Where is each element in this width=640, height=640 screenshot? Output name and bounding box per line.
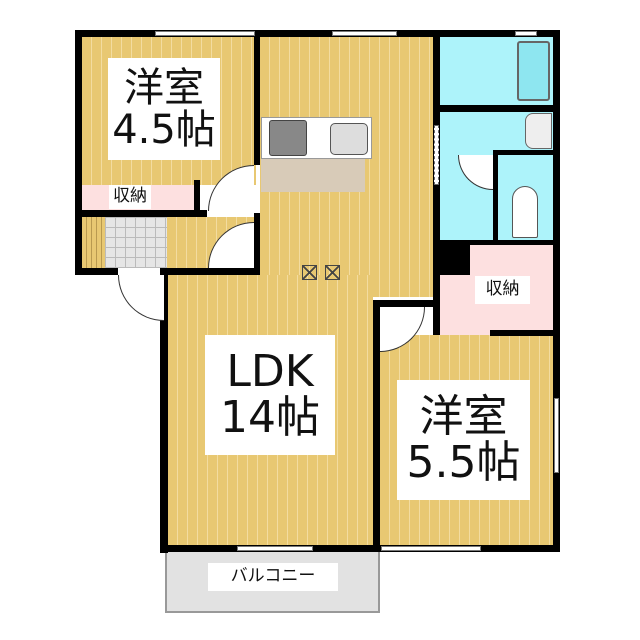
window (515, 31, 537, 36)
stove-icon (269, 120, 307, 156)
western-room-4-5-label: 洋室 4.5帖 (108, 58, 220, 160)
balcony-label: バルコニー (208, 563, 338, 591)
shoe-closet (82, 217, 105, 268)
wall (160, 268, 168, 553)
window (155, 31, 255, 36)
window (237, 546, 313, 551)
western-room-5-5-label: 洋室 5.5帖 (397, 380, 530, 500)
room-size: 4.5帖 (112, 107, 216, 153)
wall (553, 30, 560, 552)
washbasin-icon (525, 113, 552, 149)
entry-door-swing (118, 275, 164, 321)
sink-icon (330, 123, 368, 155)
storage-b-label: 収納 (475, 276, 530, 304)
wall (380, 300, 433, 307)
room-size: 14帖 (220, 392, 320, 443)
wall (254, 30, 260, 165)
wall (75, 210, 207, 217)
room-name: LDK (226, 345, 314, 397)
wall (433, 275, 440, 335)
room-size: 5.5帖 (406, 437, 521, 488)
wall (373, 300, 380, 550)
wall (433, 240, 470, 275)
window (332, 31, 397, 36)
kitchen-island (261, 159, 365, 192)
storage-b-area (470, 245, 553, 277)
room-name: 洋室 (124, 65, 204, 111)
wall (75, 30, 82, 275)
wall (440, 240, 553, 245)
wall (194, 180, 200, 212)
window (381, 546, 481, 551)
entrance-tile (105, 217, 167, 268)
wall (493, 150, 553, 155)
sliding-door (434, 125, 439, 185)
wall (75, 268, 118, 275)
storage-a-label: 収納 (109, 185, 151, 209)
wall (254, 213, 260, 275)
vent-icon (302, 265, 317, 280)
wall (75, 30, 560, 37)
wall (165, 268, 260, 275)
wall (160, 545, 560, 552)
bathtub-icon (517, 41, 550, 101)
ldk-label: LDK 14帖 (205, 335, 335, 455)
wall (440, 105, 553, 112)
wall (493, 150, 498, 240)
toilet-icon (512, 186, 538, 238)
window (554, 398, 559, 473)
room-name: 洋室 (419, 390, 508, 442)
vent-icon (325, 265, 340, 280)
wall (490, 330, 560, 336)
